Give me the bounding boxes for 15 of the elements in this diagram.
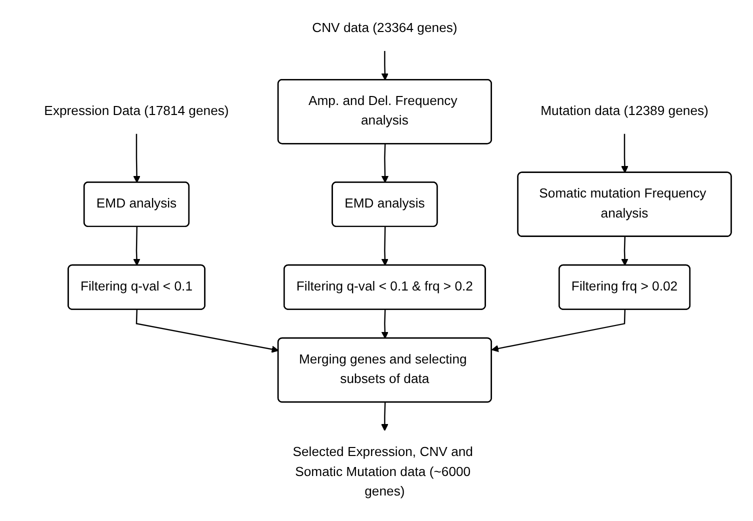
- arrow: [133, 226, 141, 266]
- node-text: Mutation data (12389 genes): [540, 104, 709, 118]
- arrow: [382, 226, 389, 266]
- arrow: [382, 310, 389, 339]
- arrow: [133, 134, 141, 183]
- arrow: [381, 402, 388, 432]
- arrow: [621, 236, 629, 266]
- arrow: [136, 310, 279, 353]
- node-text: Selected Expression, CNV and Somatic Mutation data (~6000 genes): [292, 446, 474, 499]
- arrow: [382, 144, 389, 183]
- node-text: Expression Data (17814 genes): [44, 104, 229, 118]
- arrow: [382, 50, 389, 80]
- arrow: [621, 134, 629, 174]
- arrow: [492, 310, 626, 352]
- node-text: CNV data (23364 genes): [312, 21, 458, 36]
